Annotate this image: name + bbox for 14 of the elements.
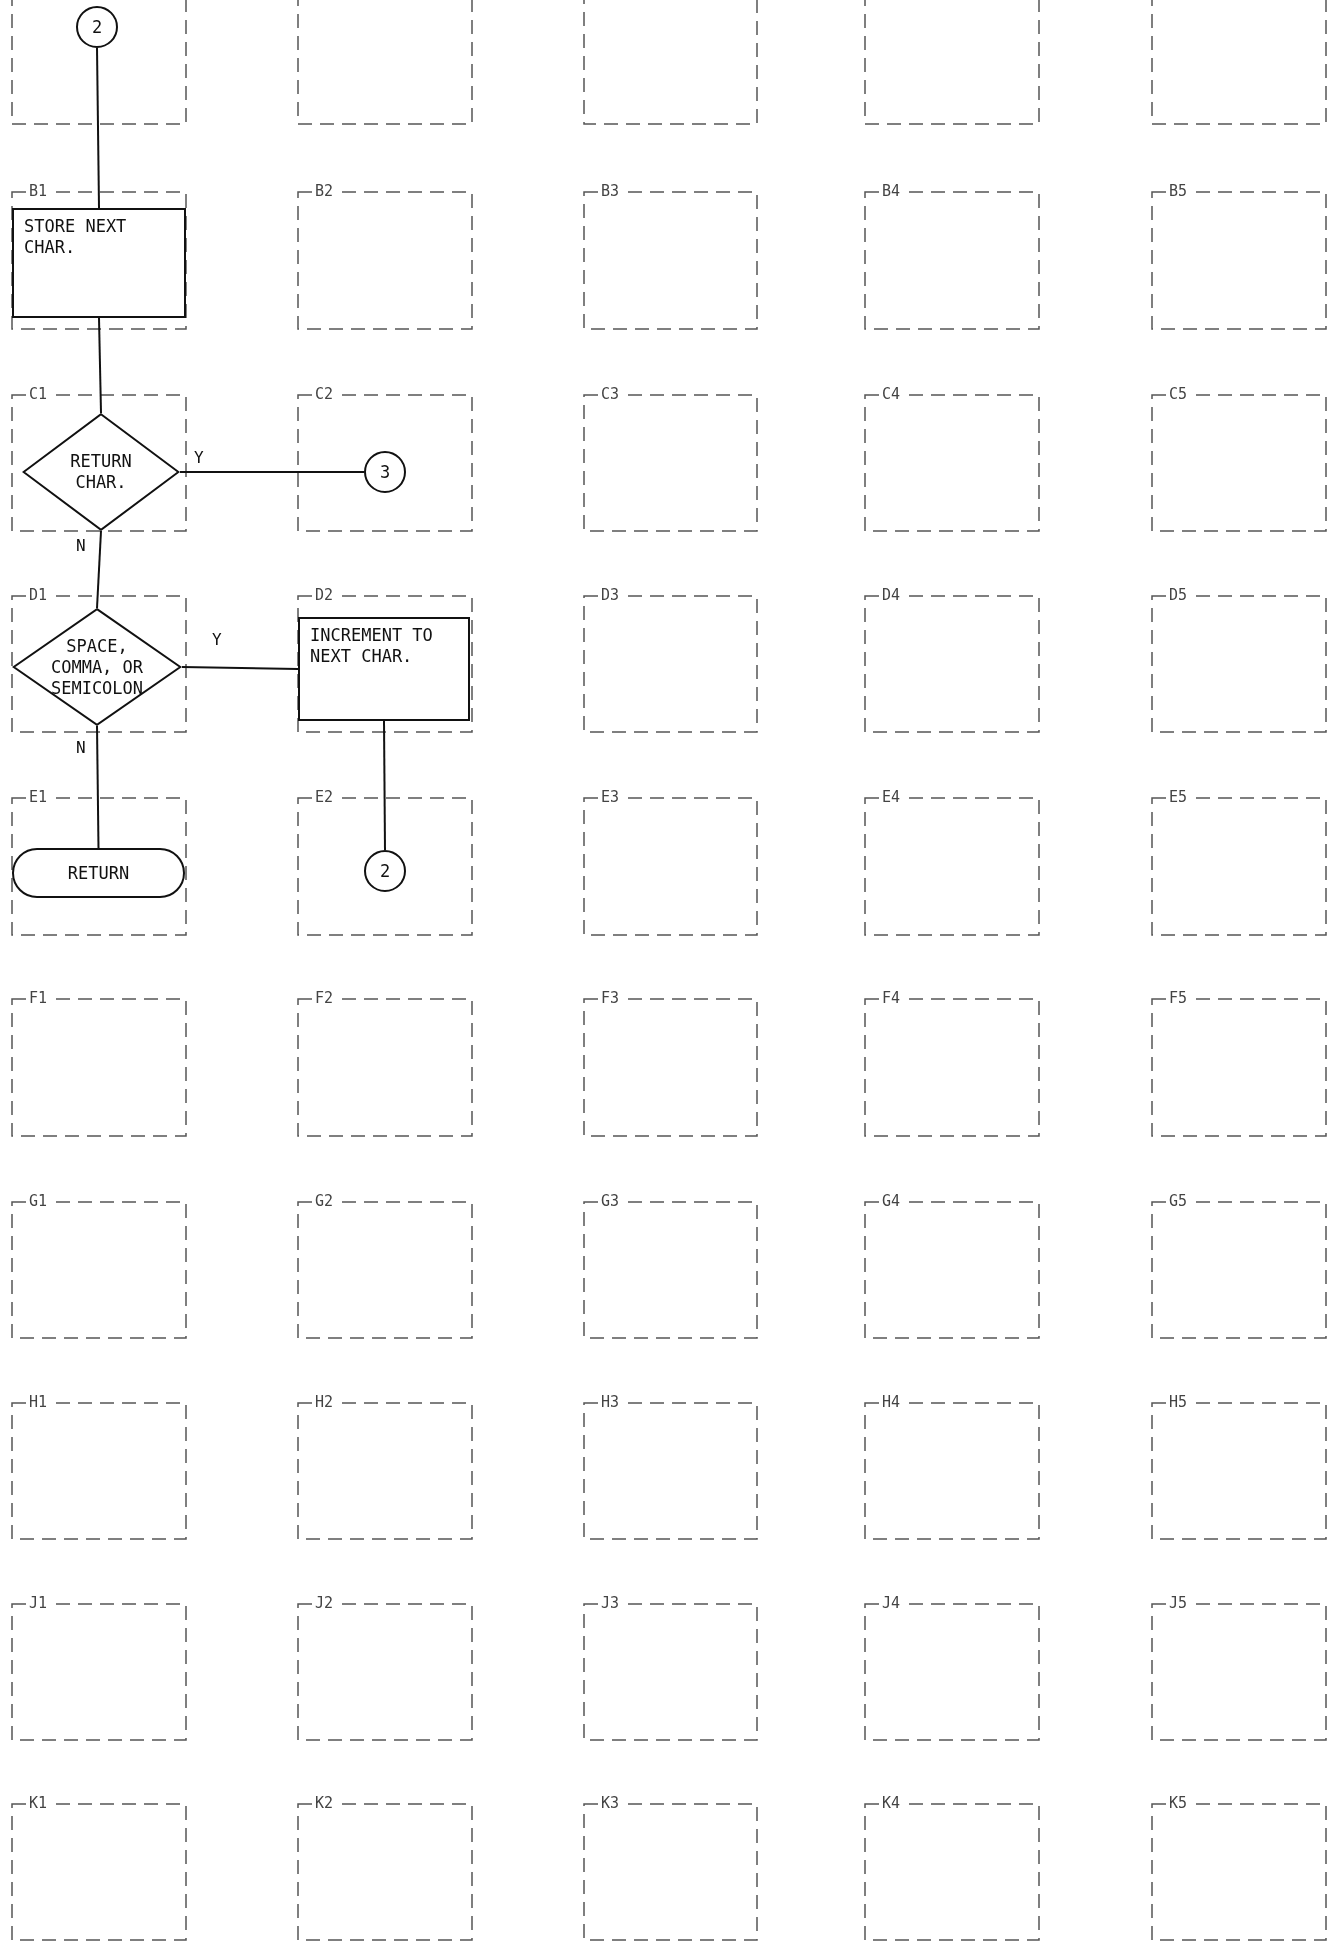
decision-diamond: SPACE, COMMA, OR SEMICOLON xyxy=(12,608,182,726)
connector-line xyxy=(179,471,365,473)
decision-diamond: RETURN CHAR. xyxy=(22,413,180,531)
connector-line xyxy=(96,530,102,609)
connector-line xyxy=(383,720,386,851)
connector-circle: 3 xyxy=(364,451,406,493)
connector-line xyxy=(96,725,100,849)
connector-line xyxy=(96,47,100,209)
connector-circle: 2 xyxy=(76,6,118,48)
connector-circle: 2 xyxy=(364,850,406,892)
process-box: STORE NEXT CHAR. xyxy=(12,208,186,318)
process-box: INCREMENT TO NEXT CHAR. xyxy=(298,617,470,721)
connector-line xyxy=(181,666,299,670)
connector-line xyxy=(98,317,102,414)
